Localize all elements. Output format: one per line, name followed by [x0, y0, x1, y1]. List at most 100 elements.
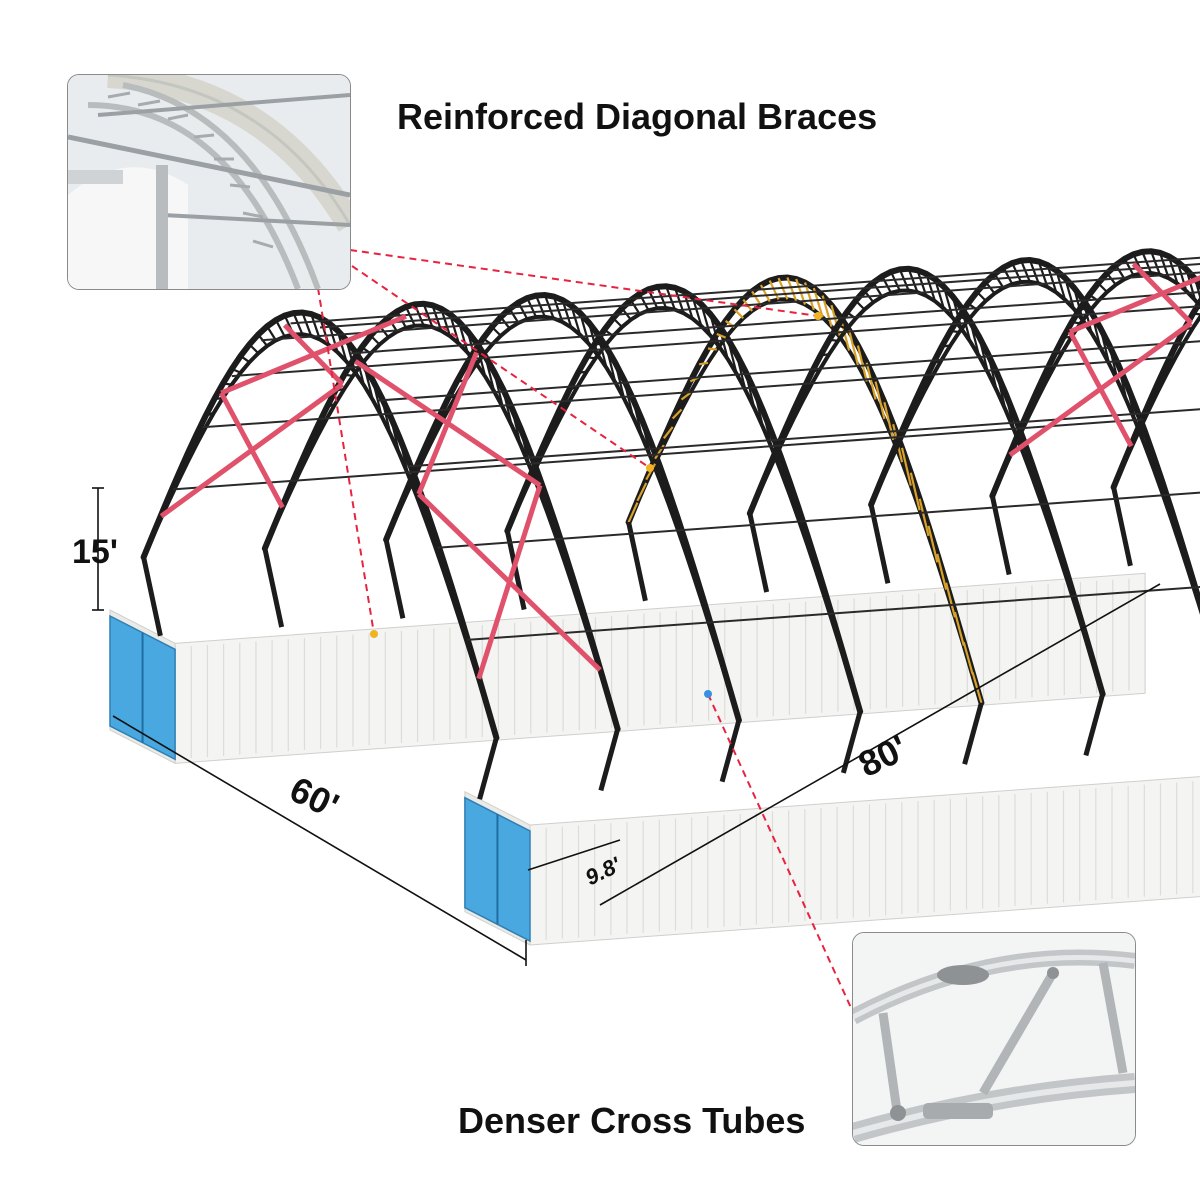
arch-web: [398, 436, 410, 476]
arch-web: [950, 329, 960, 334]
leader-braces-mid: [351, 265, 651, 469]
diagonal-brace: [1067, 330, 1134, 448]
arch-web: [850, 680, 862, 712]
arch-web: [909, 472, 921, 511]
arch-web: [598, 668, 610, 701]
arch-web: [169, 479, 180, 495]
leader-braces-top: [349, 249, 819, 317]
truss-structure: [140, 248, 1200, 800]
arch-web: [501, 388, 513, 426]
arch-web: [823, 591, 835, 627]
tube-detail-illustration: [853, 933, 1135, 1145]
arch-web: [1090, 312, 1102, 348]
arch-web: [889, 271, 901, 292]
cross-tube: [466, 586, 1200, 641]
arch-web: [424, 507, 436, 546]
arch-web: [841, 650, 853, 684]
arch-web: [477, 676, 489, 710]
arch-web: [457, 321, 469, 354]
arch-web: [762, 410, 774, 449]
arch-web: [856, 345, 868, 382]
arch-web: [385, 519, 396, 541]
cross-tube: [290, 256, 1200, 325]
arch-web: [663, 426, 674, 439]
arch-web: [848, 329, 859, 366]
arch-web: [222, 382, 232, 386]
arch-web: [878, 465, 890, 484]
arch-web: [744, 371, 756, 409]
arch-web: [1092, 663, 1104, 695]
arch-web: [887, 445, 899, 463]
arch-web: [151, 517, 163, 537]
arch-web: [1004, 393, 1016, 432]
arch-web: [667, 489, 679, 529]
arch-web: [393, 500, 405, 519]
arch-web: [239, 355, 251, 364]
cross-tube: [408, 408, 1200, 468]
arch-web: [543, 294, 555, 319]
arch-web: [248, 343, 260, 355]
arch-web: [1150, 250, 1161, 276]
arch-web: [468, 646, 480, 681]
arch-web: [1156, 373, 1168, 385]
arch-web: [865, 362, 877, 400]
arch-web: [579, 312, 591, 345]
arch-web: [821, 295, 833, 327]
arch-web: [371, 380, 383, 417]
arch-leg: [141, 556, 163, 637]
arch-web: [1169, 508, 1181, 546]
leader-dot: [370, 630, 378, 638]
arch-web: [797, 507, 809, 545]
arch-web: [420, 443, 432, 457]
arch-web: [958, 315, 969, 322]
arch-web: [526, 297, 538, 318]
arch-web: [945, 582, 957, 618]
right-container-side: [529, 776, 1200, 946]
arch-leg: [868, 504, 891, 584]
braces-title: Reinforced Diagonal Braces: [397, 96, 878, 137]
arch-web: [707, 347, 717, 351]
arch-web: [1161, 481, 1173, 519]
arch-web: [991, 475, 1003, 497]
arch-web: [941, 344, 951, 348]
arch-web: [702, 599, 714, 636]
arch-web: [577, 370, 587, 375]
arch-web: [1125, 384, 1137, 423]
arch-web: [1039, 489, 1051, 528]
arch-leg: [1083, 693, 1106, 757]
arch-web: [595, 341, 605, 348]
arch-leg: [626, 521, 648, 602]
arch-web: [537, 473, 549, 513]
arch-web: [812, 287, 824, 318]
arch-web: [422, 303, 434, 328]
arch-web: [1097, 282, 1108, 293]
arch-outer-chord: [1110, 296, 1200, 491]
arch-web: [779, 456, 791, 495]
arch-web: [631, 398, 643, 437]
arch-web: [605, 347, 617, 383]
arch-web: [786, 277, 798, 302]
callout-leader-lines: [317, 249, 853, 1011]
cross-tube: [231, 305, 1200, 378]
arch-web: [700, 304, 712, 336]
dim-length-line: [599, 583, 1161, 906]
arch-web: [936, 553, 948, 590]
arch-web: [802, 383, 813, 392]
arch-web: [449, 313, 460, 344]
brace-detail-photo: [67, 74, 351, 290]
arch-web: [962, 641, 974, 675]
arch-web: [793, 399, 804, 411]
arch-web: [550, 417, 562, 429]
arch-web: [629, 299, 641, 315]
arch-web: [976, 291, 987, 302]
leader-dot: [814, 312, 822, 320]
arch-web: [290, 470, 302, 486]
arch-web: [766, 454, 778, 472]
arch-web: [317, 418, 328, 427]
arch-web: [900, 447, 912, 486]
arch-leg: [989, 495, 1012, 576]
arch-web: [1044, 365, 1055, 375]
arch-web: [680, 391, 691, 401]
arch-web: [607, 698, 619, 730]
arch-web: [614, 362, 626, 400]
